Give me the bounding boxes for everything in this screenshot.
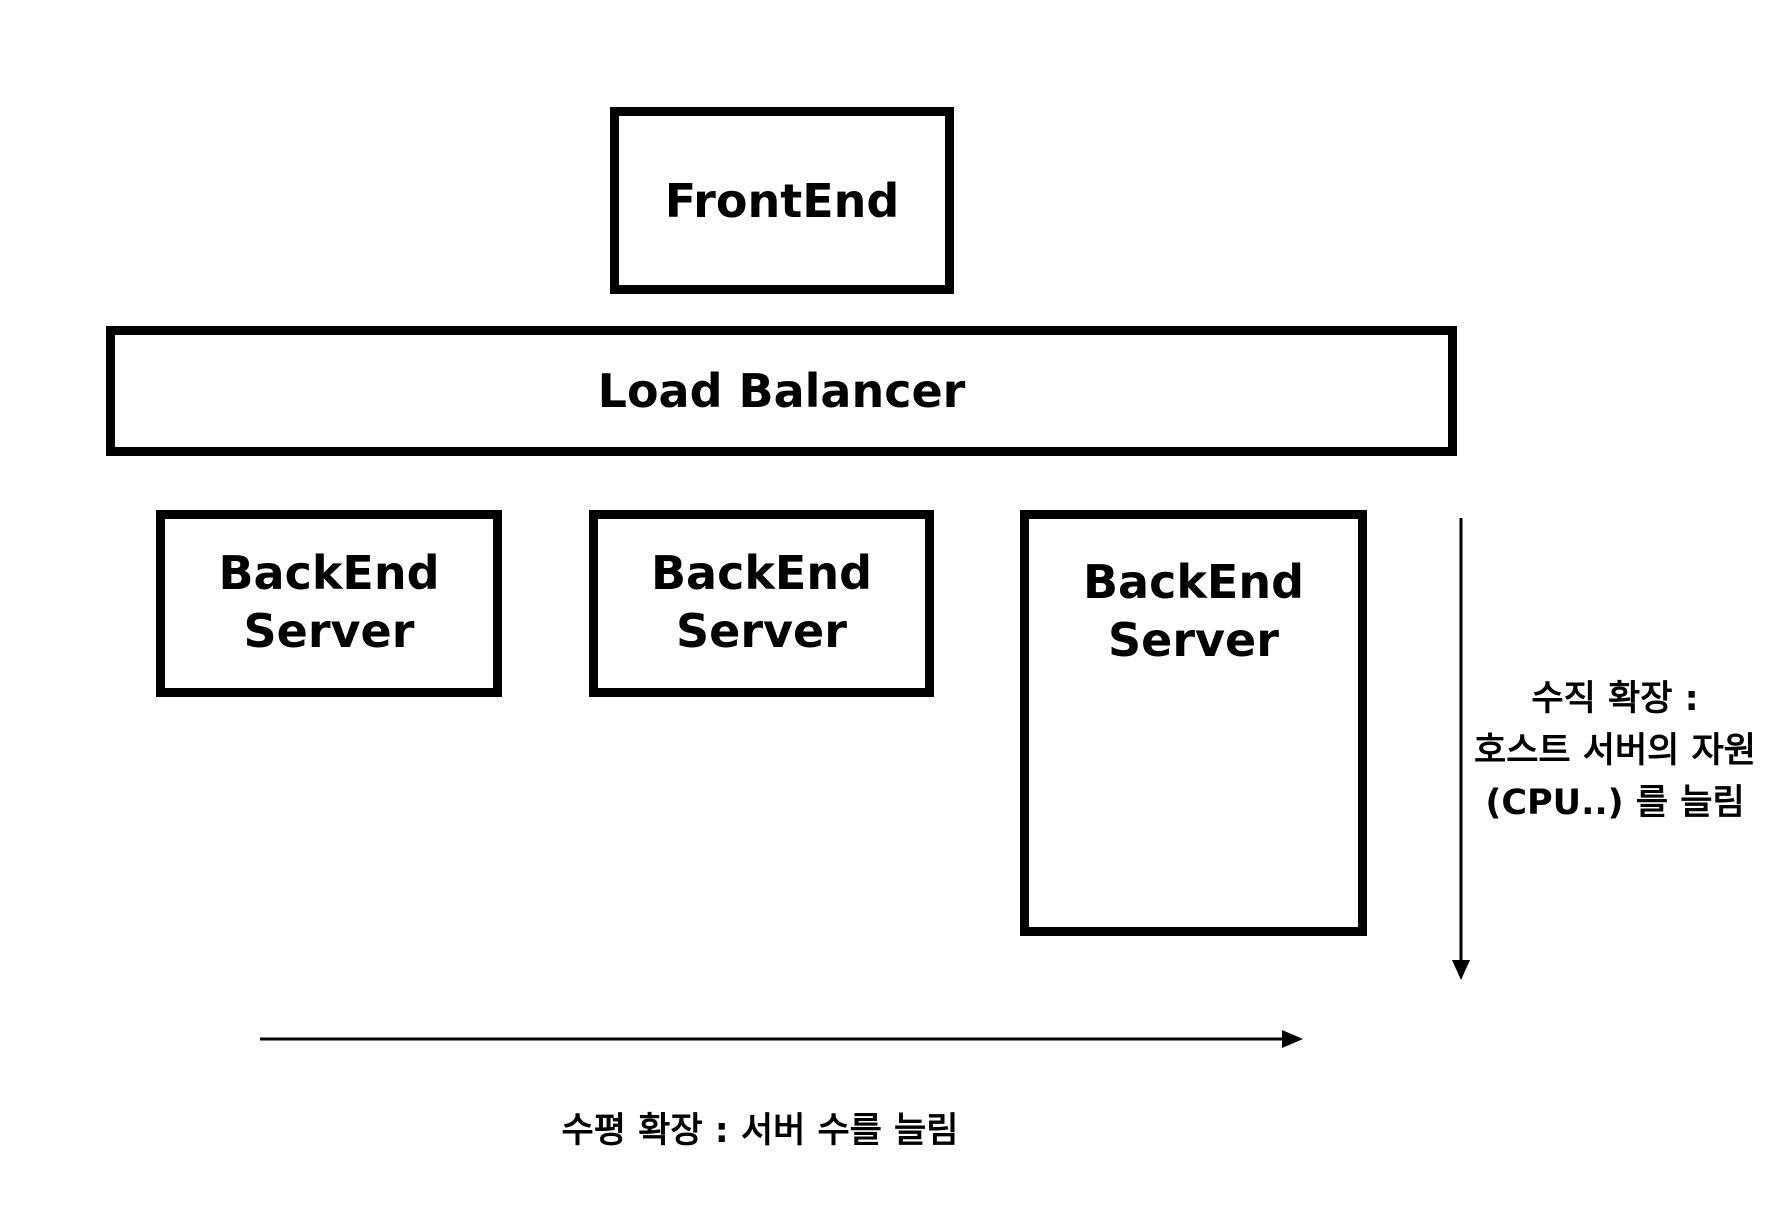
backend-server-label-1: BackEnd Server <box>218 546 440 658</box>
horizontal-scaling-caption: 수평 확장 : 서버 수를 늘림 <box>561 1111 959 1151</box>
frontend-label: FrontEnd <box>664 173 900 228</box>
load-balancer-label: Load Balancer <box>597 364 966 418</box>
backend-server-box-3-scaled: BackEnd Server <box>1020 510 1367 936</box>
backend-server-box-1: BackEnd Server <box>156 510 502 697</box>
backend-server-label-3: BackEnd Server <box>1082 555 1305 667</box>
backend-server-label-2: BackEnd Server <box>650 546 873 658</box>
vertical-scaling-caption: 수직 확장 : 호스트 서버의 자원 (CPU..) 를 늘림 <box>1474 679 1756 823</box>
backend-server-box-2: BackEnd Server <box>589 510 934 697</box>
load-balancer-box: Load Balancer <box>106 326 1457 456</box>
horizontal-scaling-arrow <box>260 1030 1303 1048</box>
frontend-box: FrontEnd <box>610 107 954 294</box>
